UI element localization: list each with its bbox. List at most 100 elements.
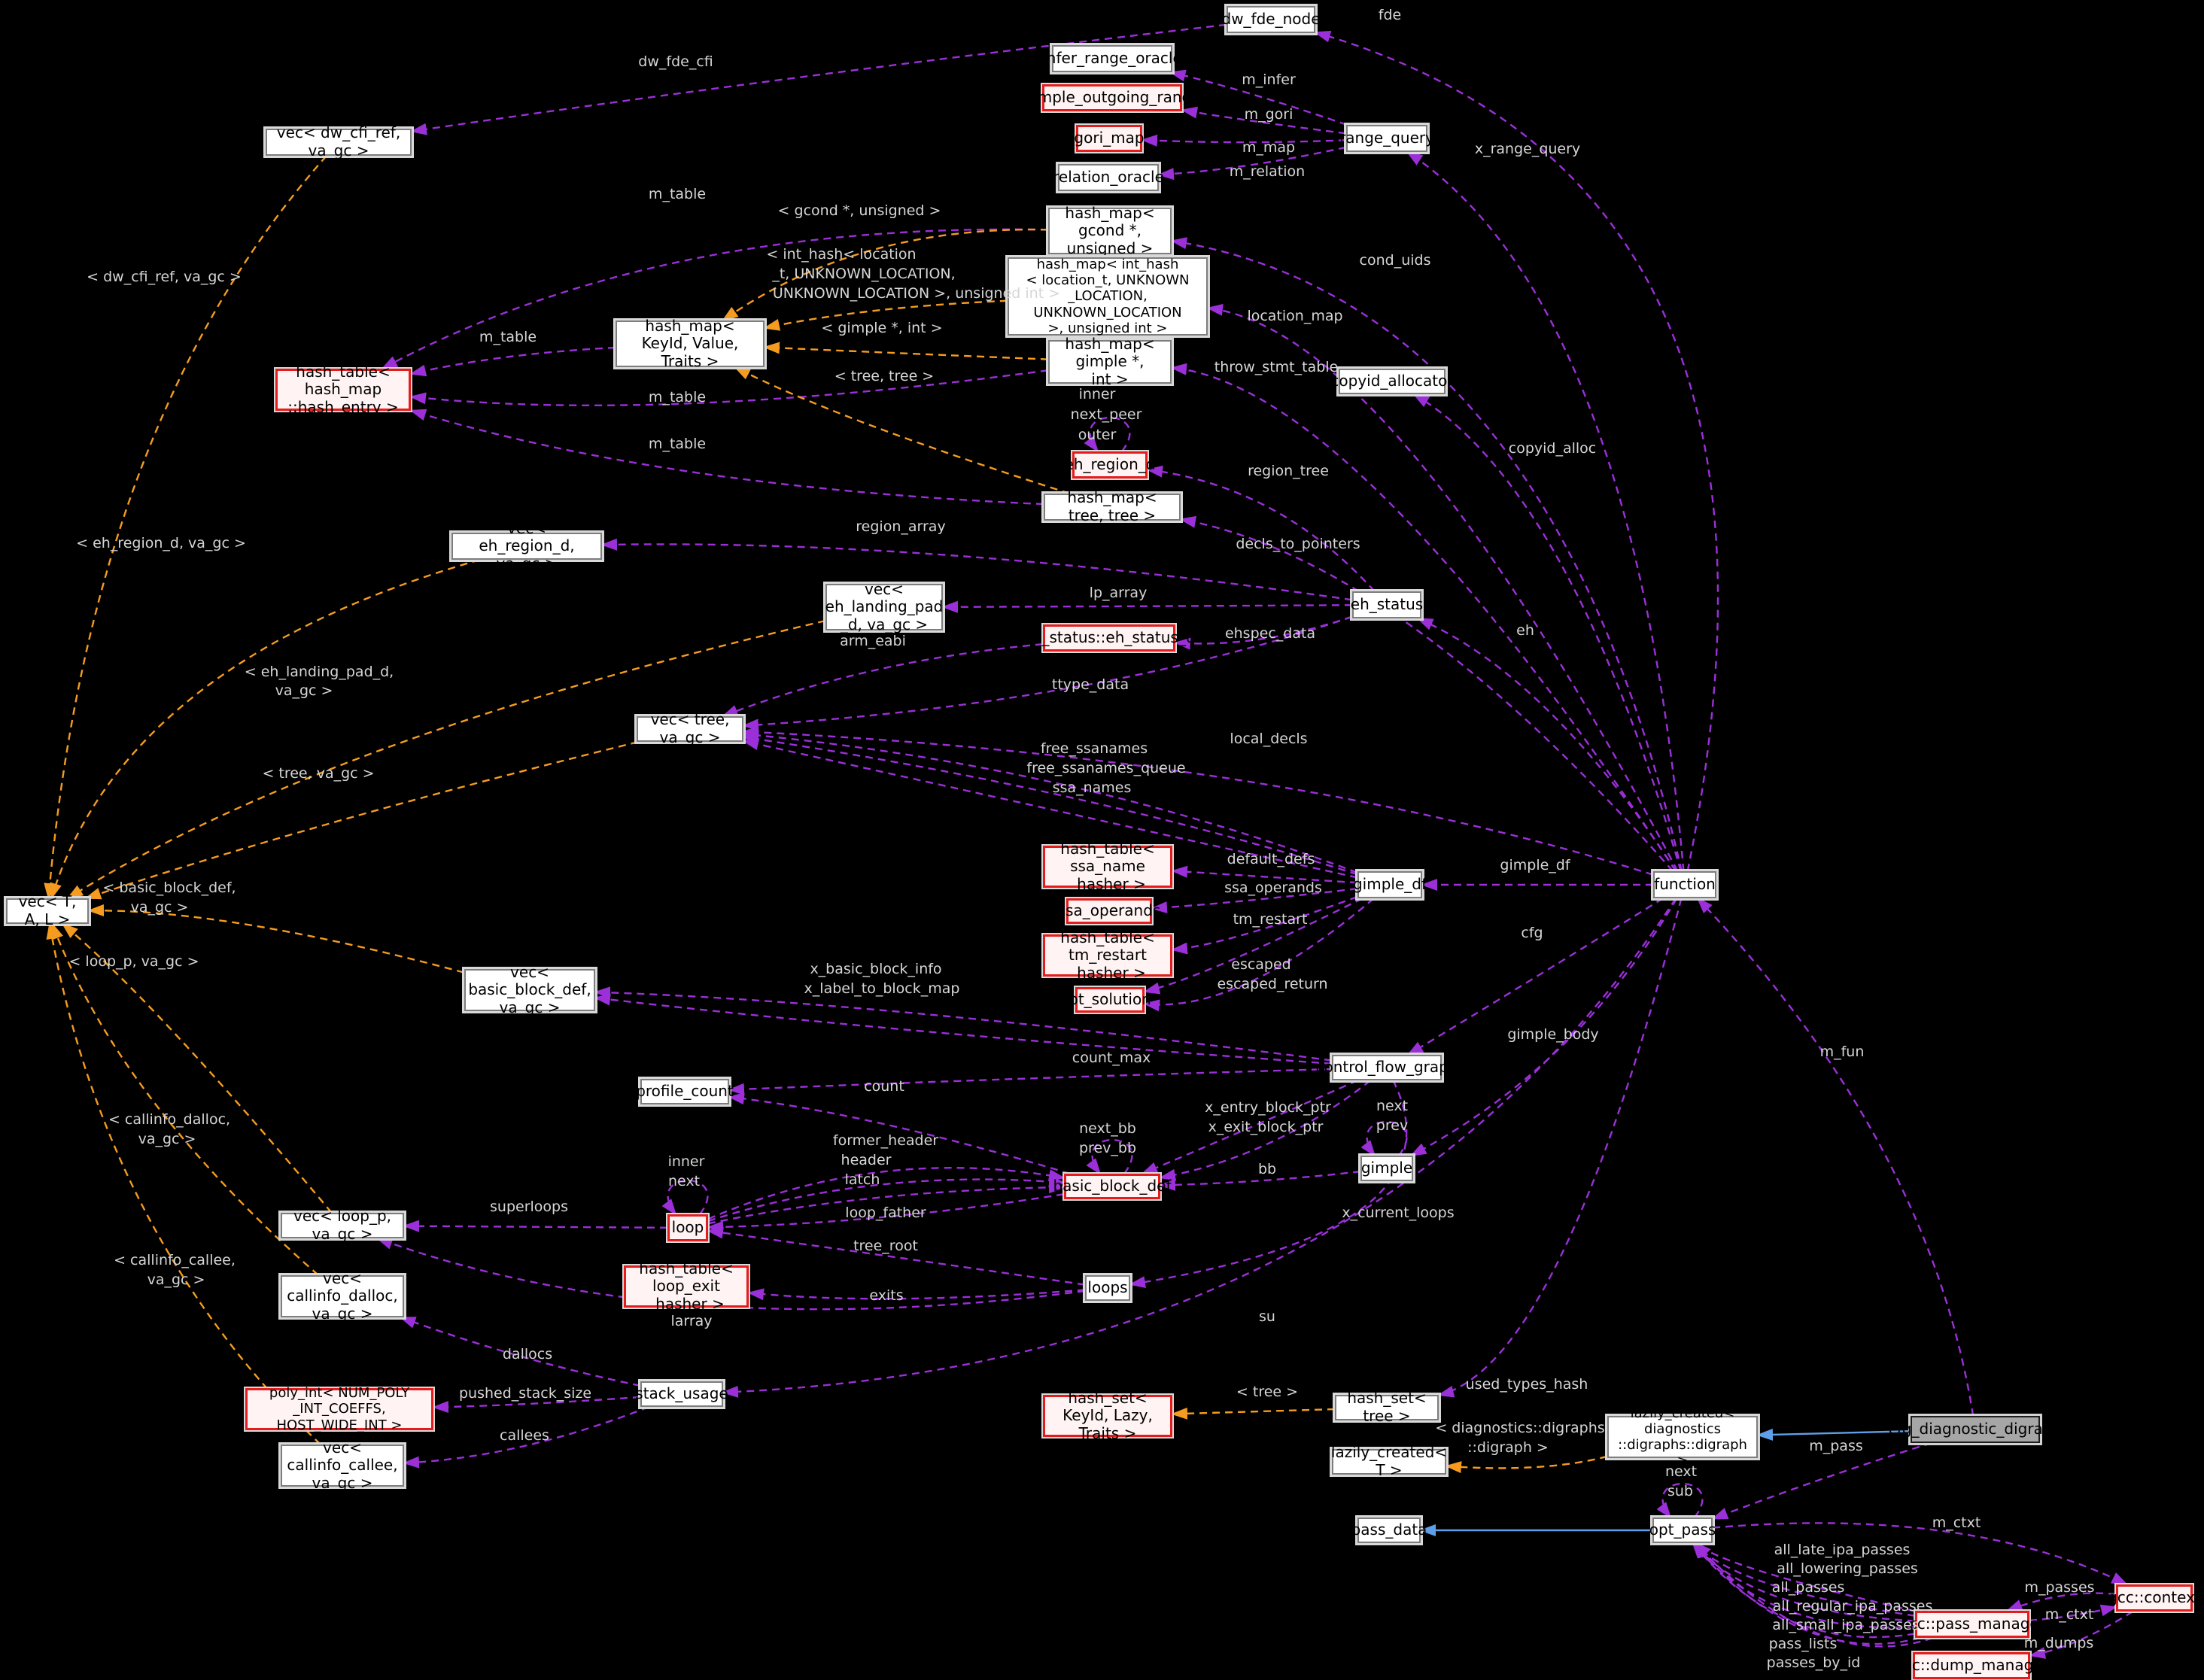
node-eh_status[interactable]: eh_status — [1351, 591, 1423, 618]
edge-label: bb — [1257, 1161, 1277, 1177]
node-hm_tree_tree[interactable]: hash_map< tree, tree > — [1044, 489, 1181, 524]
edge-label: cfg — [1521, 925, 1543, 941]
edge-label: m_ctxt — [1932, 1514, 1981, 1531]
edge-loop-to-basic_block_def — [707, 1181, 1066, 1225]
node-function[interactable]: function — [1653, 871, 1716, 898]
node-gcc_pass_manager[interactable]: gcc::pass_manager — [1899, 1611, 2045, 1638]
node-vec_callinfo_dalloc[interactable]: vec< callinfo_dalloc, va_gc > — [281, 1269, 404, 1323]
edge-label: all_lowering_passes — [1777, 1560, 1918, 1577]
node-lazily_digraph[interactable]: lazily_created< diagnostics ::digraphs::… — [1607, 1405, 1758, 1469]
node-hm_gimple[interactable]: hash_map< gimple *, int > — [1048, 335, 1172, 388]
node-pt_solution[interactable]: pt_solution — [1069, 987, 1151, 1013]
node-gcc_context[interactable]: gcc::context — [2108, 1584, 2201, 1612]
node-vec_tree[interactable]: vec< tree, va_gc > — [637, 711, 743, 746]
node-ssa_operands[interactable]: ssa_operands — [1058, 898, 1160, 924]
edge-gcc_pass_manager-to-opt_pass — [1692, 1542, 1921, 1645]
node-ht_ssa_name[interactable]: hash_table< ssa_name _hasher > — [1043, 840, 1172, 893]
edge-gimple_df-to-vec_tree — [742, 729, 1358, 874]
edge-label: < callinfo_callee, — [114, 1252, 236, 1268]
edge-label: < int_hash< location — [766, 246, 917, 263]
edge-label: prev — [1376, 1117, 1409, 1134]
edge-eh_status-to-vec_eh_landing — [941, 600, 1353, 613]
node-vec_bbd[interactable]: vec< basic_block_def, va_gc > — [464, 963, 595, 1016]
edge-label: < gcond *, unsigned > — [777, 202, 941, 219]
edge-function-to-range_query — [1406, 150, 1685, 872]
edge-label: next_bb — [1079, 1120, 1136, 1137]
node-hm_gcond[interactable]: hash_map< gcond *, unsigned > — [1048, 204, 1172, 257]
node-ht_loop_exit[interactable]: hash_table< loop_exit _hasher > — [624, 1259, 749, 1313]
node-hs_tree[interactable]: hash_set< tree > — [1335, 1390, 1439, 1425]
edge-label: x_entry_block_ptr — [1205, 1099, 1331, 1116]
edge-function-to-gimple — [1409, 898, 1678, 1157]
edge-basic_block_def-to-loop — [707, 1193, 1065, 1233]
node-infer_range_oracle[interactable]: infer_range_oracle — [1042, 45, 1182, 72]
node-loops[interactable]: loops — [1085, 1275, 1130, 1301]
edge-label: ssa_operands — [1224, 879, 1322, 896]
edge-hm_gcond-to-ht_hashmap — [381, 228, 1049, 370]
edge-label: su — [1259, 1308, 1275, 1325]
edge-label: inner — [667, 1153, 705, 1170]
node-ht_hashmap[interactable]: hash_table< hash_map ::hash_entry > — [275, 363, 411, 416]
edge-label: arm_eabi — [840, 633, 906, 649]
edge-label: pushed_stack_size — [458, 1385, 592, 1402]
edge-label: escaped_return — [1217, 976, 1328, 992]
edge-stack_usage-to-vec_callinfo_dalloc — [399, 1316, 641, 1387]
edge-hm_keyid-to-ht_hashmap — [409, 346, 616, 377]
edge-label: sub — [1667, 1483, 1694, 1499]
edge-eh_status-to-eh_status_u — [1174, 615, 1353, 650]
edge-vec_callinfo_dalloc-to-vec_TAL — [51, 922, 319, 1276]
edge-eh_status-to-vec_tree — [742, 615, 1353, 731]
node-eh_region_d[interactable]: eh_region_d — [1065, 451, 1155, 478]
node-relation_oracle[interactable]: relation_oracle — [1053, 164, 1164, 191]
node-basic_block_def[interactable]: basic_block_def — [1053, 1174, 1172, 1199]
node-range_query[interactable]: range_query — [1339, 125, 1434, 152]
edge-gimple_df-to-vec_tree — [742, 733, 1358, 876]
edge-label: escaped — [1231, 956, 1291, 973]
edge-label: fde — [1378, 7, 1402, 23]
node-cfg_diag[interactable]: cfg_diagnostic_digraph — [1889, 1416, 2062, 1443]
node-profile_count[interactable]: profile_count — [636, 1079, 734, 1104]
node-vec_dw_cfi[interactable]: vec< dw_cfi_ref, va_gc > — [266, 124, 412, 159]
node-copyid_allocator[interactable]: copyid_allocator — [1330, 369, 1454, 394]
node-pass_data[interactable]: pass_data — [1351, 1517, 1427, 1543]
edge-label: m_infer — [1242, 71, 1296, 88]
edge-label: dw_fde_cfi — [638, 53, 713, 70]
node-ht_tm_restart[interactable]: hash_table< tm_restart _hasher > — [1043, 928, 1172, 982]
node-hs_keyid_lazy[interactable]: hash_set< KeyId, Lazy, Traits > — [1043, 1389, 1172, 1442]
edge-cfg_graph-to-basic_block_def — [1141, 1079, 1358, 1175]
edge-label: all_small_ipa_passes — [1772, 1617, 1920, 1633]
node-dw_fde_node[interactable]: dw_fde_node — [1222, 6, 1321, 33]
edge-label: next_peer — [1070, 406, 1142, 423]
edge-cfg_graph-to-vec_bbd — [594, 986, 1333, 1062]
edge-eh_status-to-eh_region_d — [1146, 465, 1376, 592]
node-gimple[interactable]: gimple — [1360, 1156, 1413, 1181]
node-loop[interactable]: loop — [667, 1214, 708, 1241]
node-opt_pass[interactable]: opt_pass — [1649, 1517, 1716, 1543]
node-vec_loop_p[interactable]: vec< loop_p, va_gc > — [281, 1208, 404, 1243]
edge-label: next — [1376, 1098, 1409, 1114]
node-gcc_dump_manager[interactable]: gcc::dump_manager — [1894, 1652, 2049, 1679]
edge-label: loop_father — [845, 1205, 926, 1221]
edge-vec_callinfo_callee-to-vec_TAL — [46, 922, 321, 1445]
node-gimple_df[interactable]: gimple_df — [1353, 871, 1427, 898]
node-vec_TAL[interactable]: vec< T, A, L > — [6, 893, 89, 928]
node-cfg_graph[interactable]: control_flow_graph — [1315, 1055, 1458, 1080]
node-hm_int_hash[interactable]: hash_map< int_hash < location_t, UNKNOWN… — [1008, 257, 1208, 336]
node-stack_usage[interactable]: stack_usage — [635, 1381, 728, 1407]
node-poly_int[interactable]: poly_int< NUM_POLY _INT_COEFFS, HOST_WID… — [245, 1385, 433, 1433]
node-vec_eh_landing[interactable]: vec< eh_landing_pad _d, va_gc > — [825, 579, 944, 633]
node-eh_status_u[interactable]: eh_status::eh_status_u — [1023, 624, 1196, 652]
node-lazily_T[interactable]: lazily_created< T > — [1330, 1443, 1448, 1479]
node-vec_eh_region_d[interactable]: vec< eh_region_d, va_gc > — [451, 519, 602, 573]
node-gimple_outgoing_range[interactable]: gimple_outgoing_range — [1023, 84, 1201, 111]
edge-gcc_pass_manager-to-opt_pass — [1693, 1542, 1933, 1648]
node-vec_callinfo_callee[interactable]: vec< callinfo_callee, va_gc > — [281, 1438, 404, 1492]
edge-label: va_gc > — [275, 682, 333, 699]
edge-function-to-vec_tree — [742, 726, 1654, 876]
edge-loops-to-ht_loop_exit — [747, 1288, 1086, 1301]
edge-range_query-to-gimple_outgoing_range — [1181, 106, 1347, 135]
node-gori_map[interactable]: gori_map — [1074, 125, 1145, 152]
edge-label: ::digraph > — [1467, 1439, 1549, 1456]
node-hm_keyid[interactable]: hash_map< KeyId, Value, Traits > — [616, 317, 765, 370]
